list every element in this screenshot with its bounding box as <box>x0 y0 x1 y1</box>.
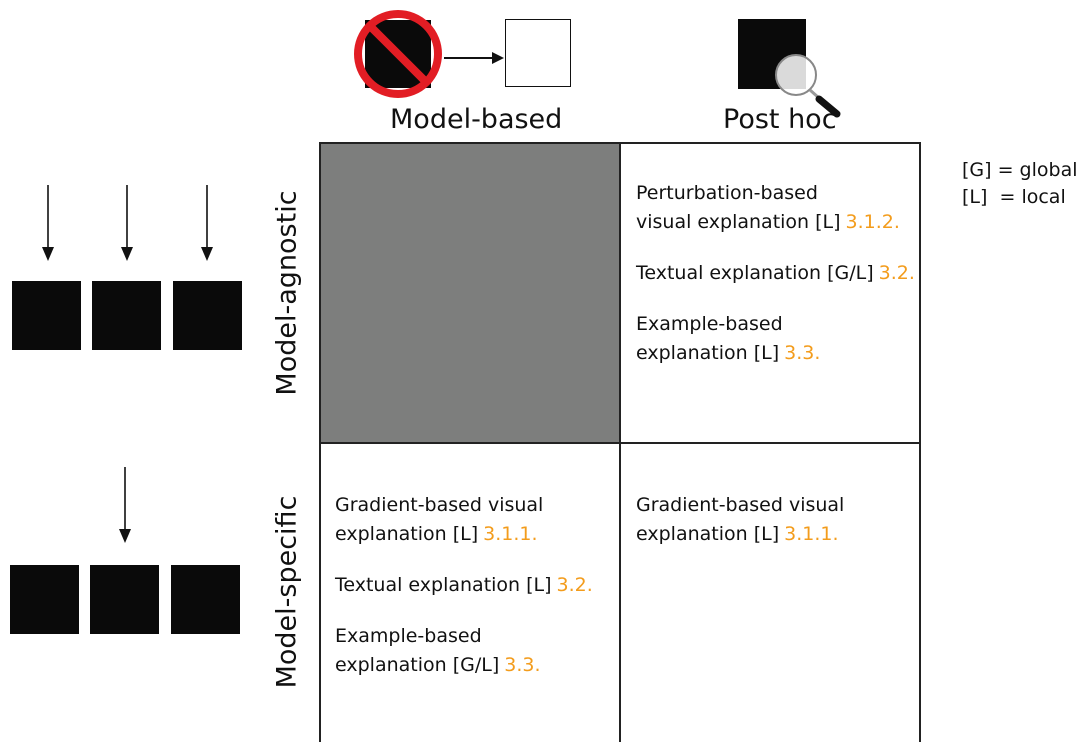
method-name: Example-based <box>335 625 482 647</box>
cell-specific-post-hoc: Gradient-based visual explanation [L]3.1… <box>636 491 921 564</box>
model-block <box>10 565 79 634</box>
method-name: Example-based <box>636 313 783 335</box>
column-header-model-based: Model-based <box>390 104 563 135</box>
prohibited-icon <box>354 10 442 98</box>
method-entry: Textual explanation [G/L]3.2. <box>636 259 921 288</box>
model-based-icon <box>350 10 575 98</box>
magnifier-icon <box>775 54 841 118</box>
method-name: Textual explanation [L] <box>335 574 552 596</box>
cell-specific-model-based: Gradient-based visual explanation [L]3.1… <box>335 491 620 695</box>
method-name: explanation [L] <box>636 342 780 364</box>
method-name: visual explanation [L] <box>636 211 841 233</box>
arrow-down-icon <box>42 185 54 261</box>
grid-right-border <box>919 142 921 742</box>
post-hoc-icon <box>735 15 855 120</box>
method-name: Textual explanation [G/L] <box>636 262 874 284</box>
method-entry: Example-based explanation [L]3.3. <box>636 310 921 368</box>
legend-global: [G] = global <box>962 159 1078 181</box>
section-reference-link[interactable]: 3.2. <box>556 574 593 596</box>
arrow-right-icon <box>444 52 504 64</box>
arrow-down-icon <box>201 185 213 261</box>
method-name: Gradient-based visual <box>636 494 845 516</box>
method-entry: Perturbation-based visual explanation [L… <box>636 179 921 237</box>
arrow-down-icon <box>119 467 131 543</box>
legend-local: [L] = local <box>962 186 1066 208</box>
section-reference-link[interactable]: 3.3. <box>504 654 541 676</box>
column-header-post-hoc: Post hoc <box>723 104 837 135</box>
grid-left-border <box>319 142 321 742</box>
legend: [G] = global [L] = local <box>962 157 1078 211</box>
model-block <box>173 281 242 350</box>
model-block <box>171 565 240 634</box>
section-reference-link[interactable]: 3.1.2. <box>845 211 900 233</box>
row-header-model-specific: Model-specific <box>271 495 303 689</box>
model-block <box>92 281 161 350</box>
grid-middle-vertical <box>619 142 621 742</box>
method-name: Gradient-based visual <box>335 494 544 516</box>
model-specific-icon <box>10 467 242 635</box>
row-header-model-agnostic: Model-agnostic <box>271 190 303 396</box>
model-block <box>12 281 81 350</box>
interpretable-model-square <box>505 19 571 87</box>
method-name: explanation [G/L] <box>335 654 500 676</box>
method-entry: Gradient-based visual explanation [L]3.1… <box>335 491 620 549</box>
model-block <box>90 565 159 634</box>
section-reference-link[interactable]: 3.1.1. <box>784 523 839 545</box>
cell-agnostic-model-based-shaded <box>320 143 620 443</box>
section-reference-link[interactable]: 3.3. <box>784 342 821 364</box>
section-reference-link[interactable]: 3.2. <box>878 262 915 284</box>
method-entry: Gradient-based visual explanation [L]3.1… <box>636 491 921 549</box>
method-entry: Textual explanation [L]3.2. <box>335 571 620 600</box>
cell-agnostic-post-hoc: Perturbation-based visual explanation [L… <box>636 179 921 383</box>
model-agnostic-icon <box>12 185 244 353</box>
arrow-down-icon <box>121 185 133 261</box>
method-name: Perturbation-based <box>636 182 818 204</box>
method-name: explanation [L] <box>636 523 780 545</box>
method-entry: Example-based explanation [G/L]3.3. <box>335 622 620 680</box>
section-reference-link[interactable]: 3.1.1. <box>483 523 538 545</box>
method-name: explanation [L] <box>335 523 479 545</box>
